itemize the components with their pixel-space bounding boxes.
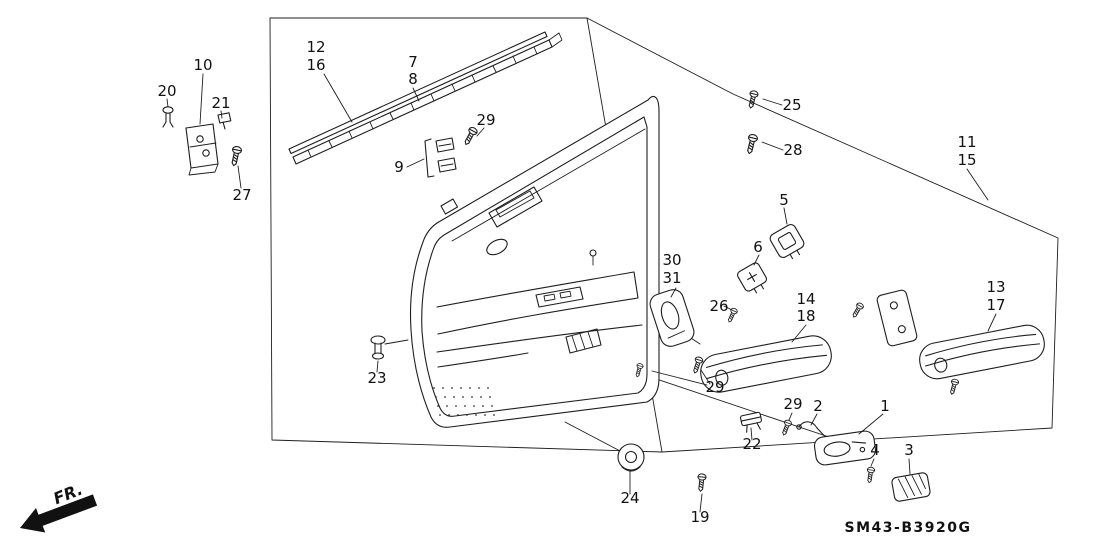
callout-1: 1: [880, 397, 890, 415]
screw-19: [695, 473, 707, 493]
clip-6: [737, 262, 767, 294]
callout-17: 17: [986, 296, 1005, 314]
callout-31: 31: [662, 269, 681, 287]
tweeter-grille: [488, 186, 543, 228]
door-trim-panel: [409, 95, 660, 428]
cap-3: [891, 472, 931, 502]
callout-2: 2: [813, 397, 823, 415]
callout-12: 12: [306, 38, 325, 56]
callout-18: 18: [796, 307, 815, 325]
callout-5: 5: [779, 191, 789, 209]
clip-22: [740, 411, 762, 433]
callout-22: 22: [742, 435, 761, 453]
callout-19: 19: [690, 508, 709, 526]
callout-28: 28: [783, 141, 802, 159]
armrest-bracket: [876, 289, 918, 347]
callout-21: 21: [211, 94, 230, 112]
door-pull-cup: [486, 238, 508, 256]
callout-29-a: 29: [476, 111, 495, 129]
screw-13-17: [947, 378, 960, 396]
callout-30: 30: [662, 251, 681, 269]
diagram-code: SM43-B3920G: [845, 520, 972, 536]
inner-handle-1: [813, 430, 877, 466]
leader-lines: [166, 73, 997, 513]
clip-20: [162, 106, 174, 128]
callout-10: 10: [193, 56, 212, 74]
callout-20: 20: [157, 82, 176, 100]
callout-6: 6: [753, 238, 763, 256]
screw-29-top: [461, 125, 479, 147]
callout-3: 3: [904, 441, 914, 459]
pocket-lines: [436, 324, 643, 368]
callout-15: 15: [957, 151, 976, 169]
callout-9: 9: [394, 158, 404, 176]
callout-labels: 20 10 21 27 12 16 7 8 9 29 25 28 11 15 5…: [157, 38, 1005, 526]
callout-29-b: 29: [705, 378, 724, 396]
callout-4: 4: [870, 441, 880, 459]
screw-29-bottom: [779, 418, 793, 437]
clip-23: [370, 335, 386, 360]
screw-4: [865, 466, 876, 484]
stipple-texture: [433, 387, 495, 416]
bracket-10: [185, 123, 219, 176]
armrest-ridge: [436, 271, 639, 335]
callout-26: 26: [709, 297, 728, 315]
construction-lines: [564, 289, 839, 453]
switch-plate: [535, 286, 584, 308]
screw-27: [228, 145, 243, 168]
callout-29-c: 29: [783, 395, 802, 413]
callout-23: 23: [367, 369, 386, 387]
clip-21: [217, 112, 232, 130]
assembly-boundary: [269, 17, 1059, 453]
callout-24: 24: [620, 489, 639, 507]
callout-27: 27: [232, 186, 251, 204]
callout-14: 14: [796, 290, 815, 308]
callout-7: 7: [408, 53, 418, 71]
weatherstrip-12-16: [288, 31, 548, 155]
screw-armrest-bracket: [850, 301, 865, 320]
clip-5: [769, 224, 805, 260]
escutcheon-30-31: [649, 289, 695, 347]
screw-28: [744, 133, 759, 156]
clip-9: [424, 137, 457, 178]
armrest-13-17: [919, 324, 1045, 380]
callout-13: 13: [986, 278, 1005, 296]
callout-8: 8: [408, 70, 418, 88]
fr-direction-arrow: FR.: [20, 480, 98, 533]
grommet-24: [617, 443, 645, 472]
weatherstrip-7-8: [292, 32, 563, 165]
callout-11: 11: [957, 133, 976, 151]
panel-top-clip: [440, 198, 459, 215]
armrest-14-18: [700, 335, 832, 393]
screw-25: [746, 89, 760, 110]
callout-25: 25: [782, 96, 801, 114]
callout-16: 16: [306, 56, 325, 74]
